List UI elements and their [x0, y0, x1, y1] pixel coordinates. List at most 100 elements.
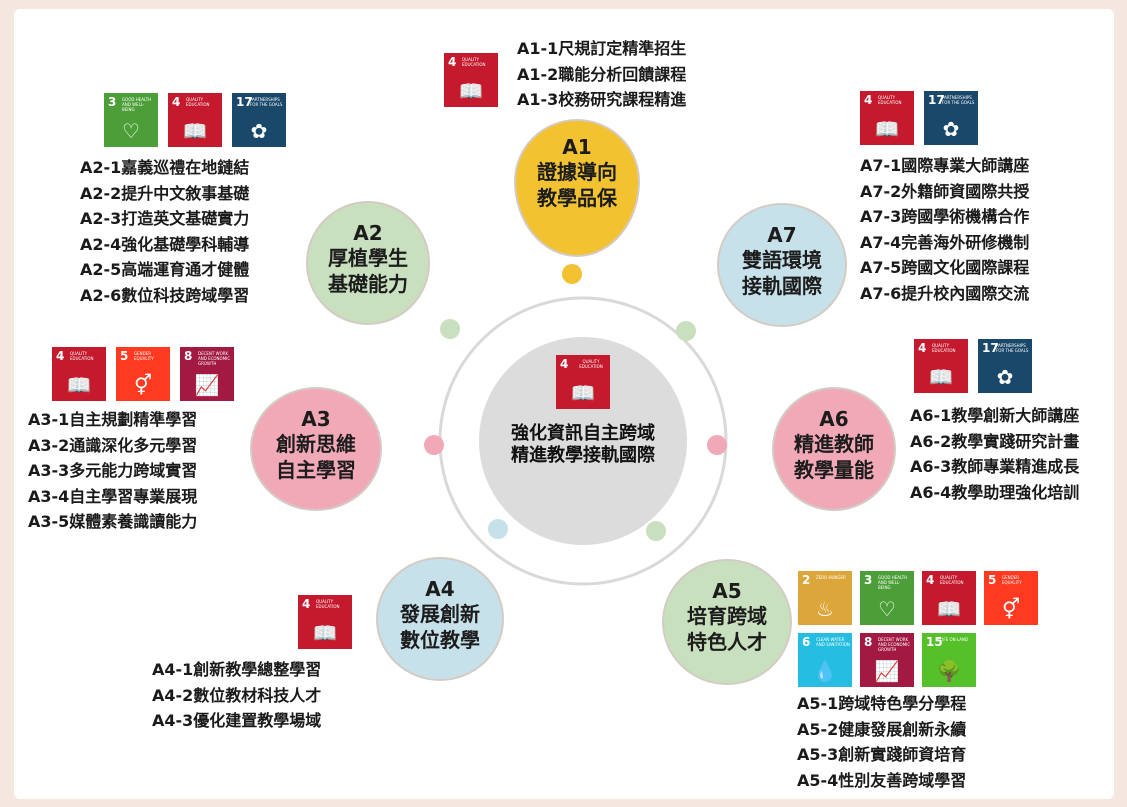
node-a2: A2 厚植學生 基礎能力	[306, 201, 430, 325]
sdg-badge: 4Quality Education📖	[914, 339, 968, 393]
water-icon: 💧	[812, 659, 838, 683]
growth-chart-icon: 📈	[874, 659, 900, 683]
sdg-badge: 4Quality Education📖	[52, 347, 106, 401]
book-icon: 📖	[182, 119, 208, 143]
ring-dot-a7	[676, 321, 696, 341]
node-title: 創新思維 自主學習	[276, 432, 356, 482]
list-item: A1-3校務研究課程精進	[517, 90, 687, 109]
list-a6: A6-1教學創新大師講座 A6-2教學實踐研究計畫 A6-3教師專業精進成長 A…	[910, 403, 1079, 505]
list-item: A7-5跨國文化國際課程	[860, 258, 1030, 277]
sdg-badge: 5Gender Equality⚥	[984, 571, 1038, 625]
sdg-row-a7: 4Quality Education📖17Partnerships for th…	[860, 91, 978, 145]
center-title: 強化資訊自主跨域 精進教學接軌國際	[511, 423, 655, 466]
list-item: A3-2通識深化多元學習	[28, 435, 198, 455]
flower-icon: ✿	[942, 117, 960, 141]
book-icon: 📖	[458, 79, 484, 103]
list-a2: A2-1嘉義巡禮在地鏈結 A2-2提升中文敘事基礎 A2-3打造英文基礎實力 A…	[80, 155, 249, 308]
node-code: A5	[712, 579, 742, 603]
sdg-badge: 4Quality Education📖	[922, 571, 976, 625]
sdg-badge: 5Gender Equality⚥	[116, 347, 170, 401]
book-icon: 📖	[936, 597, 962, 621]
growth-chart-icon: 📈	[194, 373, 220, 397]
heartbeat-icon: ♡	[878, 597, 896, 621]
book-icon: 📖	[570, 381, 596, 405]
node-code: A3	[301, 407, 331, 431]
sdg-badge: 15Life on Land🌳	[922, 633, 976, 687]
list-item: A2-6數位科技跨域學習	[80, 285, 250, 305]
sdg-badge: 4Quality Education📖	[444, 53, 498, 107]
list-item: A5-4性別友善跨域學習	[797, 770, 967, 790]
list-a1: A1-1尺規訂定精準招生 A1-2職能分析回饋課程 A1-3校務研究課程精進	[517, 36, 686, 113]
list-item: A2-1嘉義巡禮在地鏈結	[80, 158, 250, 177]
node-title: 雙語環境 接軌國際	[742, 248, 822, 298]
node-title: 培育跨域 特色人才	[687, 604, 767, 654]
heartbeat-icon: ♡	[122, 119, 140, 143]
node-a6: A6 精進教師 教學量能	[772, 387, 896, 511]
ring-dot-a6	[707, 435, 727, 455]
bowl-icon: ♨	[816, 597, 834, 621]
sdg-row-a5: 2Zero Hunger♨3Good Health and Well-being…	[798, 571, 1054, 687]
list-item: A7-6提升校內國際交流	[860, 283, 1030, 303]
list-item: A2-4強化基礎學科輔導	[80, 234, 250, 254]
node-title: 發展創新 數位教學	[400, 602, 480, 652]
flower-icon: ✿	[250, 119, 268, 143]
list-item: A5-1跨域特色學分學程	[797, 694, 967, 713]
gender-icon: ⚥	[1001, 597, 1021, 621]
sdg-badge: 2Zero Hunger♨	[798, 571, 852, 625]
node-a7: A7 雙語環境 接軌國際	[717, 203, 847, 327]
list-a5: A5-1跨域特色學分學程 A5-2健康發展創新永續 A5-3創新實踐師資培育 A…	[797, 691, 966, 793]
node-code: A2	[353, 221, 383, 245]
list-item: A1-1尺規訂定精準招生	[517, 39, 687, 58]
list-item: A7-1國際專業大師講座	[860, 156, 1030, 175]
list-item: A6-1教學創新大師講座	[910, 406, 1080, 425]
list-item: A6-3教師專業精進成長	[910, 457, 1080, 476]
node-a1: A1 證據導向 教學品保	[514, 119, 640, 257]
list-a7: A7-1國際專業大師講座 A7-2外籍師資國際共授 A7-3跨國學術機構合作 A…	[860, 153, 1029, 306]
ring-dot-a1	[562, 264, 582, 284]
ring-dot-a4	[488, 519, 508, 539]
node-a3: A3 創新思維 自主學習	[250, 387, 382, 511]
sdg-badge: 3Good Health and Well-being♡	[104, 93, 158, 147]
sdg-badge: 6Clean Water and Sanitation💧	[798, 633, 852, 687]
list-item: A5-2健康發展創新永續	[797, 719, 967, 739]
center-sdg-badge: 4 Quality Education 📖	[556, 355, 610, 409]
sdg-row-a6: 4Quality Education📖17Partnerships for th…	[914, 339, 1032, 393]
sdg-badge: 8Decent Work and Economic Growth📈	[860, 633, 914, 687]
list-item: A7-3跨國學術機構合作	[860, 207, 1030, 226]
book-icon: 📖	[66, 373, 92, 397]
sdg-badge: 17Partnerships for the Goals✿	[978, 339, 1032, 393]
node-a4: A4 發展創新 數位教學	[376, 557, 504, 681]
ring-dot-a2	[440, 319, 460, 339]
list-item: A5-3創新實踐師資培育	[797, 745, 967, 764]
list-item: A2-3打造英文基礎實力	[80, 209, 250, 228]
sdg-badge: 4Quality Education📖	[860, 91, 914, 145]
sdg-badge: 17Partnerships for the Goals✿	[232, 93, 286, 147]
list-a4: A4-1創新教學總整學習 A4-2數位教材科技人才 A4-3優化建置教學場域	[152, 657, 321, 734]
sdg-row-a3: 4Quality Education📖5Gender Equality⚥8Dec…	[52, 347, 234, 401]
sdg-row-a4: 4Quality Education📖	[298, 595, 352, 649]
list-item: A2-2提升中文敘事基礎	[80, 183, 250, 203]
list-item: A4-1創新教學總整學習	[152, 660, 322, 679]
node-code: A1	[562, 135, 592, 159]
list-item: A3-1自主規劃精準學習	[28, 410, 198, 429]
gender-icon: ⚥	[133, 373, 153, 397]
node-code: A4	[425, 577, 455, 601]
list-item: A4-2數位教材科技人才	[152, 685, 322, 705]
sdg-row-a2: 3Good Health and Well-being♡4Quality Edu…	[104, 93, 286, 147]
list-item: A4-3優化建置教學場域	[152, 711, 322, 730]
node-a5: A5 培育跨域 特色人才	[662, 559, 792, 685]
list-item: A6-4教學助理強化培訓	[910, 482, 1080, 502]
list-a3: A3-1自主規劃精準學習 A3-2通識深化多元學習 A3-3多元能力跨域實習 A…	[28, 407, 197, 535]
node-title: 精進教師 教學量能	[794, 432, 874, 482]
sdg-row-a1: 4Quality Education📖	[444, 53, 498, 107]
ring-dot-a5	[646, 521, 666, 541]
ring-dot-a3	[424, 435, 444, 455]
sdg-badge: 4Quality Education📖	[298, 595, 352, 649]
list-item: A7-4完善海外研修機制	[860, 232, 1030, 252]
list-item: A6-2教學實踐研究計畫	[910, 431, 1080, 451]
list-item: A7-2外籍師資國際共授	[860, 181, 1030, 201]
book-icon: 📖	[928, 365, 954, 389]
sdg-badge: 4Quality Education📖	[168, 93, 222, 147]
node-code: A7	[767, 223, 797, 247]
book-icon: 📖	[312, 621, 338, 645]
